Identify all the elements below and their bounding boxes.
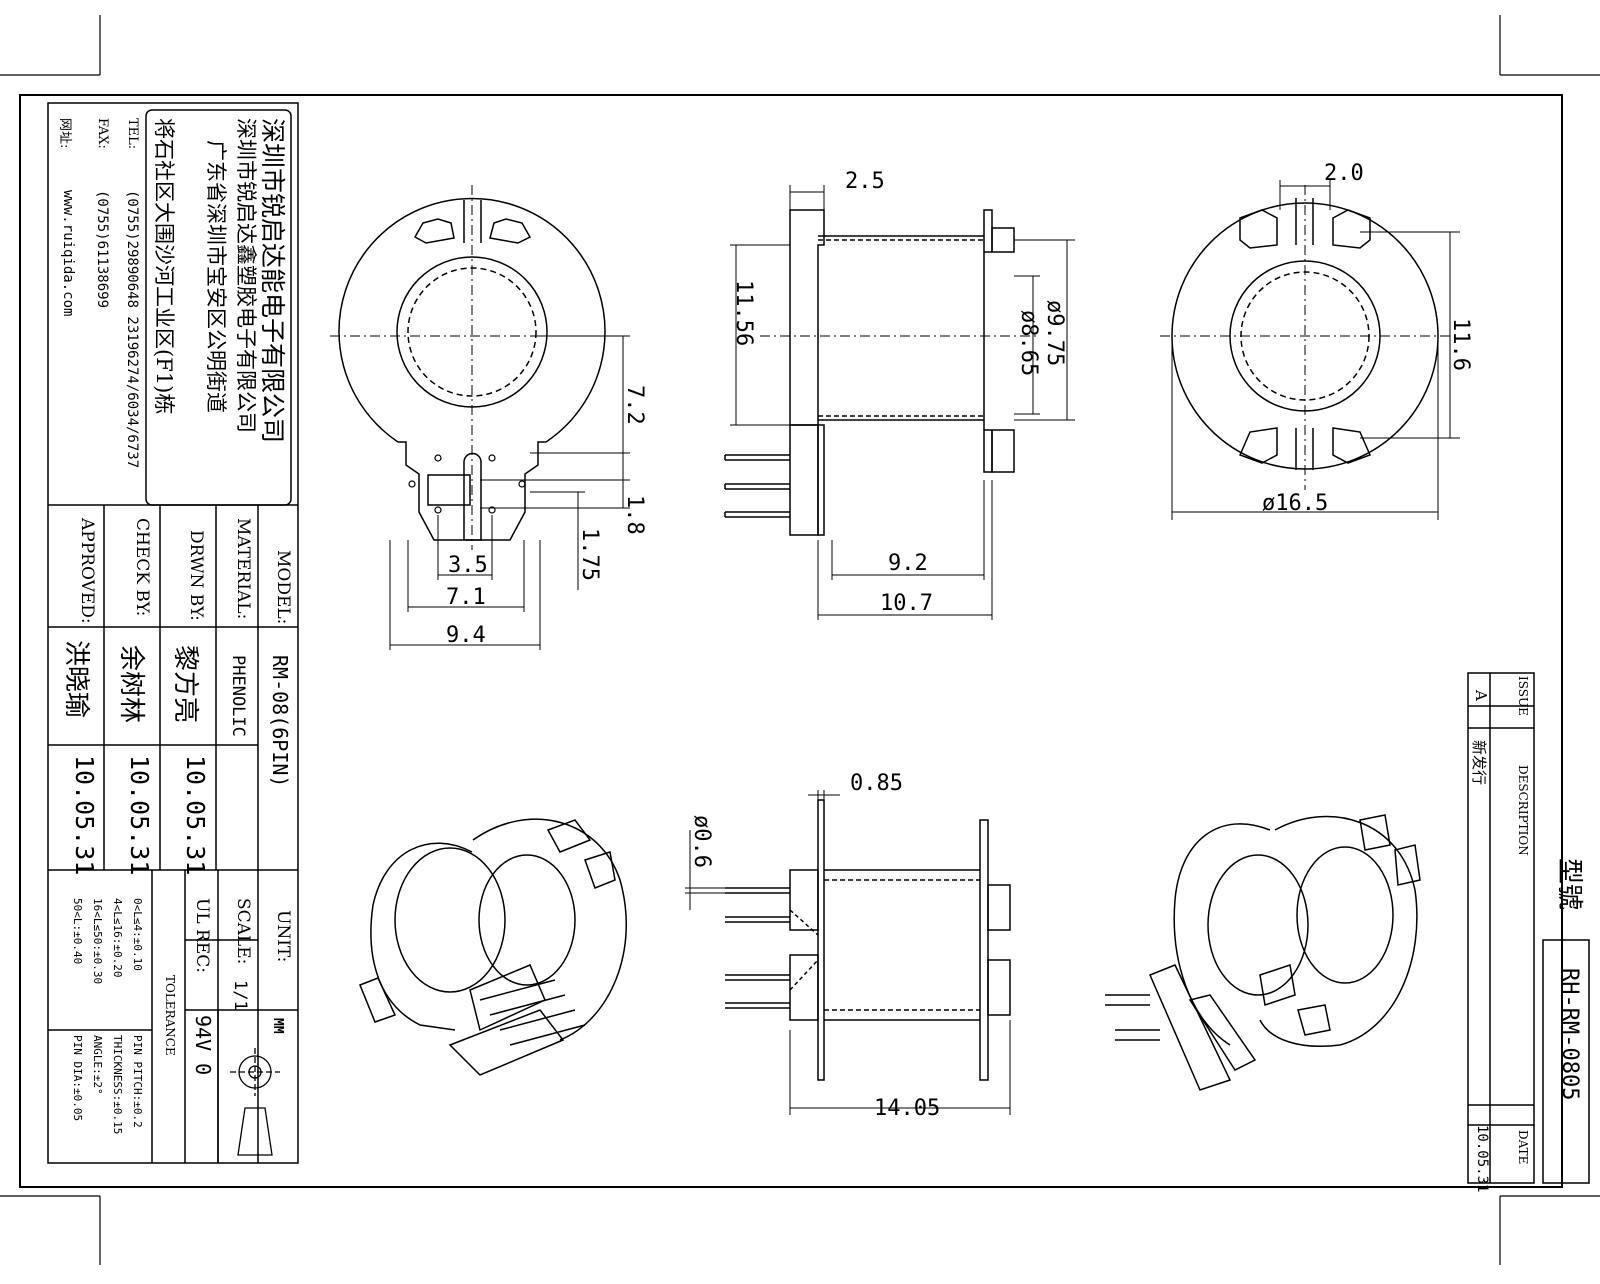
dim-B: ø16.5 (1262, 491, 1328, 516)
tel-value: (0755)29890648 23196274/6034/6737 (124, 190, 140, 469)
issue-label: ISSUE (1516, 676, 1530, 716)
web-label: 网址: (57, 118, 72, 149)
address-line-1: 广东省深圳市宝安区公明街道 (204, 140, 228, 413)
tolerance-1: 0<L≤4:±0.10 (131, 898, 144, 971)
tolerance-6: THICKNESS:±0.15 (111, 1035, 124, 1135)
approved-name: 洪晓瑜 (61, 640, 91, 719)
dim-F: 2.5 (845, 169, 885, 194)
dim-flange-thickness: 0.85 (850, 771, 903, 796)
sheet-corner-marks (0, 15, 1600, 1265)
dim-C: ø9.75 (1042, 300, 1067, 366)
dim-K: 7.2 (622, 385, 647, 425)
approved-label: APPROVED: (77, 518, 97, 624)
fax-value: (0755)61138699 (94, 190, 110, 309)
drwn-label: DRWN BY: (186, 530, 206, 621)
view-side (724, 185, 1075, 620)
scale-value: 1/1 (230, 980, 250, 1011)
model-label: MODEL: (273, 550, 293, 625)
fax-label: FAX: (95, 118, 110, 149)
dim-P: 9.4 (446, 623, 486, 648)
dim-N: 3.5 (448, 553, 488, 578)
ul-label: UL REC: (192, 898, 212, 973)
model-value: RM-08(6PIN) (268, 655, 292, 788)
revision-block-frame (1467, 672, 1590, 1184)
approved-date: 10.05.31 (70, 755, 99, 876)
dim-M: 1.75 (577, 528, 602, 581)
check-label: CHECK BY: (132, 518, 152, 617)
view-front (1160, 180, 1460, 520)
dim-H: 11.56 (731, 280, 756, 346)
tolerance-label: TOLERANCE (163, 975, 177, 1056)
unit-label: UNIT: (273, 910, 293, 963)
part-number: RH-RM-0805 (1557, 968, 1582, 1101)
drwn-name: 黎方亮 (170, 645, 200, 724)
unit-value: MM (270, 1018, 285, 1034)
tolerance-2: 4<L≤16:±0.20 (111, 898, 124, 978)
description-value: 新发行 (1470, 740, 1488, 786)
drawing-border (19, 94, 1563, 1188)
issue-value: A (1472, 690, 1490, 701)
dim-G: 10.7 (880, 591, 933, 616)
date-label: DATE (1516, 1130, 1530, 1165)
check-name: 余树林 (116, 645, 146, 724)
factory-name: 深圳市锐启达鑫塑胶电子有限公司 (234, 118, 258, 433)
address-line-2: 将石社区大围沙河工业区(F1)栋 (152, 118, 176, 415)
ul-value: 94V 0 (191, 1015, 215, 1076)
dim-E: 9.2 (888, 551, 928, 576)
tolerance-4: 50<L:±0.40 (71, 898, 84, 965)
scale-label: SCALE: (233, 898, 253, 965)
model-heading: 型號 (1554, 858, 1584, 911)
material-label: MATERIAL: (233, 518, 253, 620)
material-value: PHENOLIC (228, 655, 248, 737)
dim-J: ø0.6 (689, 815, 714, 868)
dim-top-width: 2.0 (1324, 161, 1364, 186)
date-value: 10.05.31 (1474, 1125, 1490, 1193)
view-isometric-right (1105, 814, 1421, 1091)
view-top-pinbase (330, 185, 630, 650)
check-date: 10.05.31 (125, 755, 154, 876)
tolerance-7: ANGLE:±2° (91, 1035, 104, 1095)
dim-D: ø8.65 (1016, 310, 1041, 376)
drwn-date: 10.05.31 (181, 755, 210, 876)
tel-label: TEL: (125, 118, 140, 150)
dim-I: 14.05 (874, 1096, 940, 1121)
tolerance-8: PIN DIA:±0.05 (71, 1035, 84, 1122)
view-isometric-left (359, 818, 627, 1076)
dim-A: 11.6 (1448, 318, 1473, 371)
dim-L: 1.8 (622, 495, 647, 535)
tolerance-3: 16<L≤50:±0.30 (91, 898, 104, 985)
web-value: www.ruiqida.com (60, 190, 76, 317)
tolerance-5: PIN PITCH:±0.2 (131, 1035, 144, 1128)
title-block-frame (47, 102, 299, 1164)
view-side-bottom (685, 790, 1011, 1115)
projection-symbol-icon (230, 1048, 280, 1156)
dim-O: 7.1 (446, 585, 486, 610)
description-label: DESCRIPTION (1516, 765, 1530, 856)
